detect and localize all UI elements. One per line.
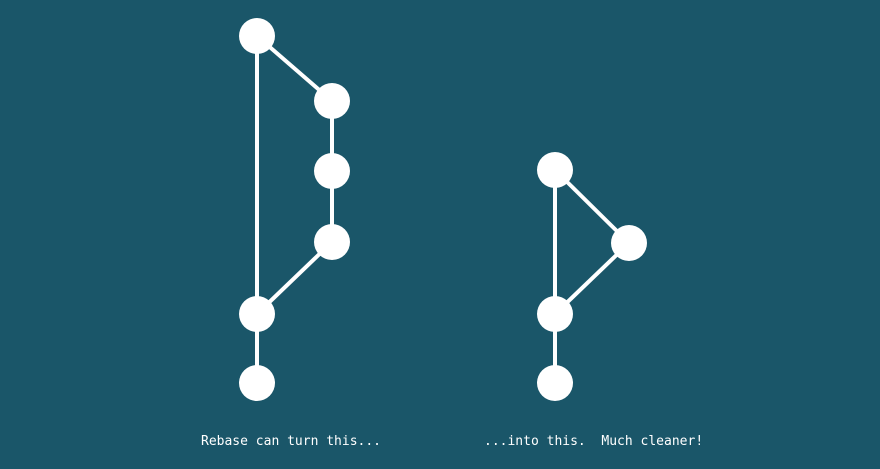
commit-node <box>537 152 573 188</box>
commit-node <box>239 365 275 401</box>
commit-node <box>314 83 350 119</box>
commit-node <box>314 153 350 189</box>
commit-node <box>239 18 275 54</box>
commit-node <box>239 296 275 332</box>
commit-node <box>537 296 573 332</box>
commit-node <box>611 225 647 261</box>
before-caption: Rebase can turn this... <box>201 434 382 449</box>
after-caption: ...into this. Much cleaner! <box>484 434 704 449</box>
commit-node <box>537 365 573 401</box>
commit-node <box>314 224 350 260</box>
